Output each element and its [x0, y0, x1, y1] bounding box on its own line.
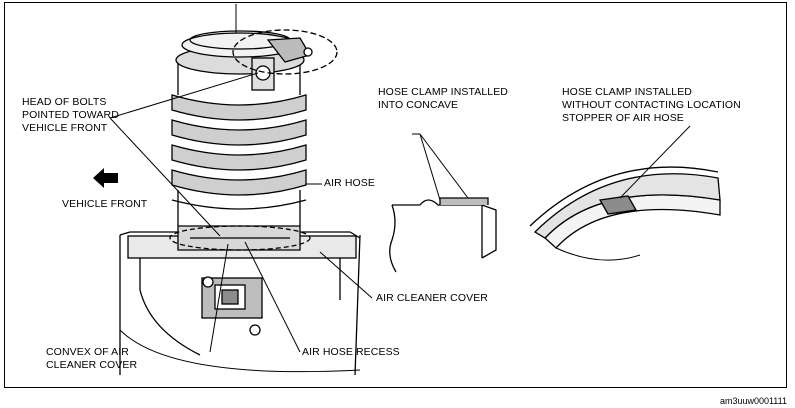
label-hose-clamp-without: HOSE CLAMP INSTALLED WITHOUT CONTACTING … — [562, 86, 741, 124]
label-hose-clamp-concave: HOSE CLAMP INSTALLED INTO CONCAVE — [378, 86, 508, 111]
stopper-detail — [529, 125, 721, 261]
vehicle-front-arrow — [93, 168, 118, 188]
diagram-frame — [4, 2, 787, 388]
air-cleaner-assembly — [119, 4, 361, 376]
label-air-hose: AIR HOSE — [324, 177, 375, 189]
label-air-cleaner-cover: AIR CLEANER COVER — [376, 292, 488, 304]
leader-lines-left — [109, 72, 373, 353]
label-head-of-bolts: HEAD OF BOLTS POINTED TOWARD VEHICLE FRO… — [22, 96, 119, 134]
label-air-hose-recess: AIR HOSE RECESS — [302, 346, 400, 358]
concave-detail — [389, 133, 497, 273]
label-convex: CONVEX OF AIR CLEANER COVER — [46, 346, 138, 371]
reference-code: am3uuw0001111 — [719, 396, 787, 406]
label-vehicle-front: VEHICLE FRONT — [62, 198, 148, 210]
